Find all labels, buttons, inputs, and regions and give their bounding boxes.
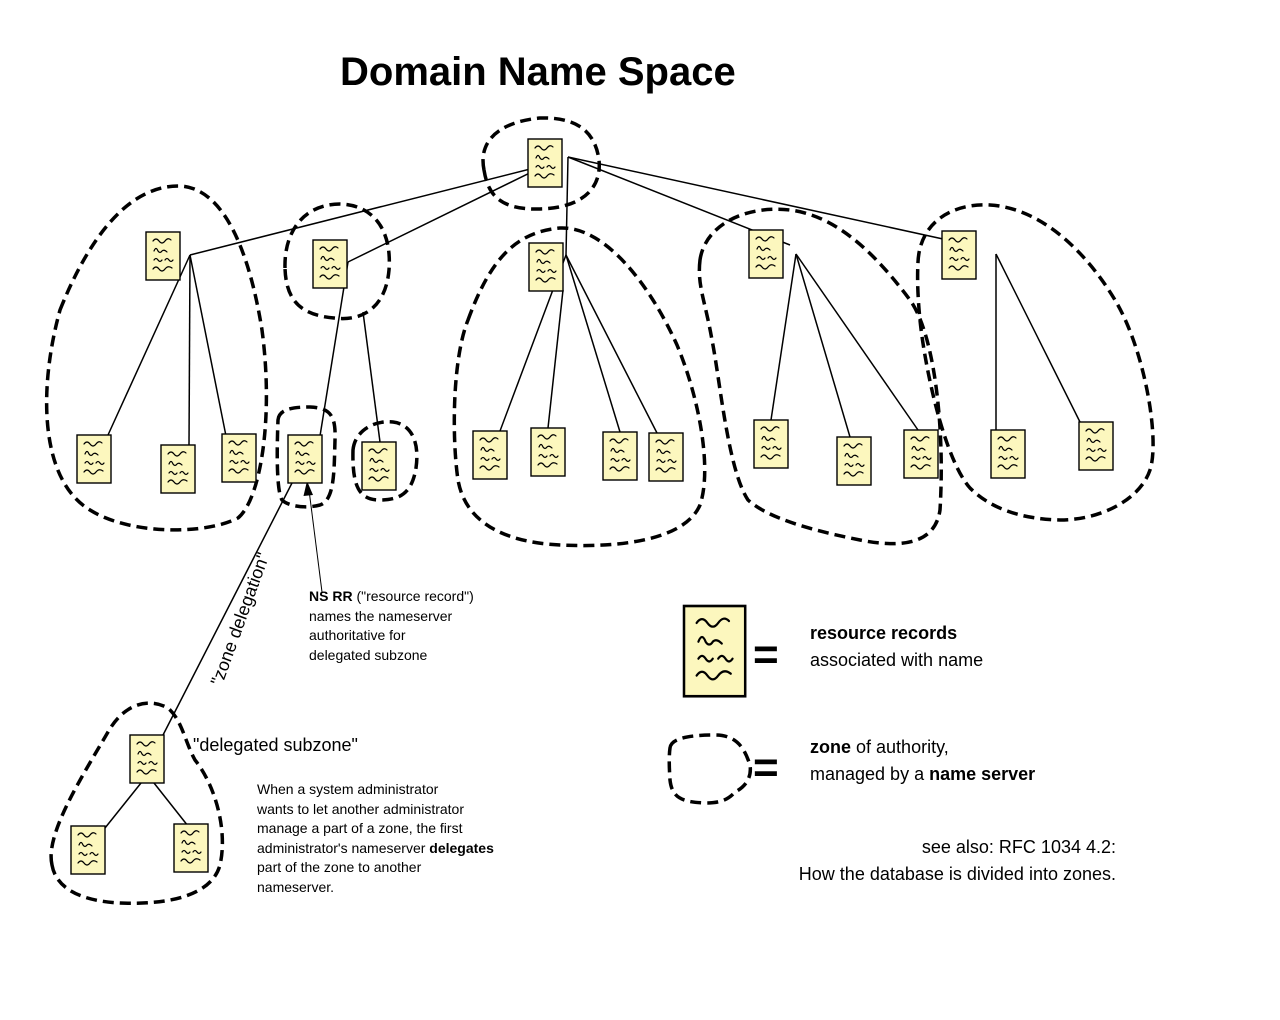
ns-rr-term: NS RR (309, 588, 353, 604)
zone-outline-icon (452, 226, 707, 548)
resource-record-icon (682, 604, 747, 698)
zone-outline-icon (481, 116, 601, 211)
resource-record-icon (753, 419, 789, 469)
resource-record-icon (748, 229, 784, 279)
resource-record-icon (76, 434, 112, 484)
zone-outline-icon (275, 405, 337, 509)
resource-record-icon (903, 429, 939, 479)
zone-outline-icon (667, 733, 753, 805)
zone-outline-icon (697, 207, 943, 546)
resource-record-icon (129, 734, 165, 784)
see-also: see also: RFC 1034 4.2: How the database… (799, 834, 1116, 888)
delegation-note-line: part of the zone to another (257, 859, 422, 875)
resource-record-icon (145, 231, 181, 281)
resource-record-icon (528, 242, 564, 292)
delegation-note-line: administrator's nameserver (257, 839, 430, 856)
resource-record-icon (836, 436, 872, 486)
resource-record-icon (160, 444, 196, 494)
legend-zone-text: zone of authority, managed by a name ser… (810, 734, 1035, 788)
tree-edges (104, 156, 1081, 829)
resource-record-icon (527, 138, 563, 188)
delegation-note-line: wants to let another administrator (257, 800, 464, 817)
delegates-term: delegates (429, 839, 494, 856)
resource-record-icon (602, 431, 638, 481)
zone-outline-icon (283, 202, 392, 321)
ns-rr-note-line: authoritative for (309, 627, 406, 643)
resource-record-icon (361, 441, 397, 491)
ns-rr-note: NS RR ("resource record") names the name… (309, 587, 474, 665)
page-title: Domain Name Space (340, 50, 736, 94)
resource-record-icon (1078, 421, 1114, 471)
resource-record-icon (941, 230, 977, 280)
resource-record-icon (530, 427, 566, 477)
ns-rr-note-text: ("resource record") (352, 588, 474, 604)
ns-rr-note-line: delegated subzone (309, 646, 428, 663)
zone-outline-icon (915, 203, 1155, 522)
delegated-subzone-label: "delegated subzone" (193, 735, 358, 755)
resource-record-icon (312, 239, 348, 289)
legend-managed-text: managed by a (810, 764, 930, 784)
legend-records-text: resource records associated with name (810, 620, 983, 674)
legend-equals-zone: = (753, 743, 779, 792)
see-also-line: How the database is divided into zones. (798, 864, 1116, 884)
see-also-line: see also: RFC 1034 4.2: (921, 837, 1116, 857)
resource-record-icon (173, 823, 209, 873)
resource-record-icon (287, 434, 323, 484)
resource-record-icon (648, 432, 684, 482)
legend-records-term: resource records (810, 623, 958, 643)
zone-outline-icon (351, 420, 419, 502)
resource-record-icon (70, 825, 106, 875)
delegation-note-line: manage a part of a zone, the first (257, 820, 463, 836)
legend-zone-desc: of authority, (851, 737, 949, 757)
delegation-note: When a system administrator wants to let… (257, 780, 494, 897)
resource-record-icon (221, 433, 257, 483)
delegation-note-line: nameserver. (257, 878, 335, 895)
zone-outlines (44, 116, 1155, 905)
ns-pointer-arrow (303, 481, 323, 593)
resource-record-icon (990, 429, 1026, 479)
ns-rr-note-line: names the nameserver (309, 607, 453, 624)
zone-outline-icon (49, 701, 225, 905)
legend-records-desc: associated with name (810, 650, 984, 670)
legend-zone-term: zone (810, 737, 852, 757)
legend-name-server-term: name server (929, 764, 1036, 784)
legend-equals-records: = (753, 630, 779, 679)
delegation-note-line: When a system administrator (257, 781, 439, 797)
resource-record-icon (472, 430, 508, 480)
